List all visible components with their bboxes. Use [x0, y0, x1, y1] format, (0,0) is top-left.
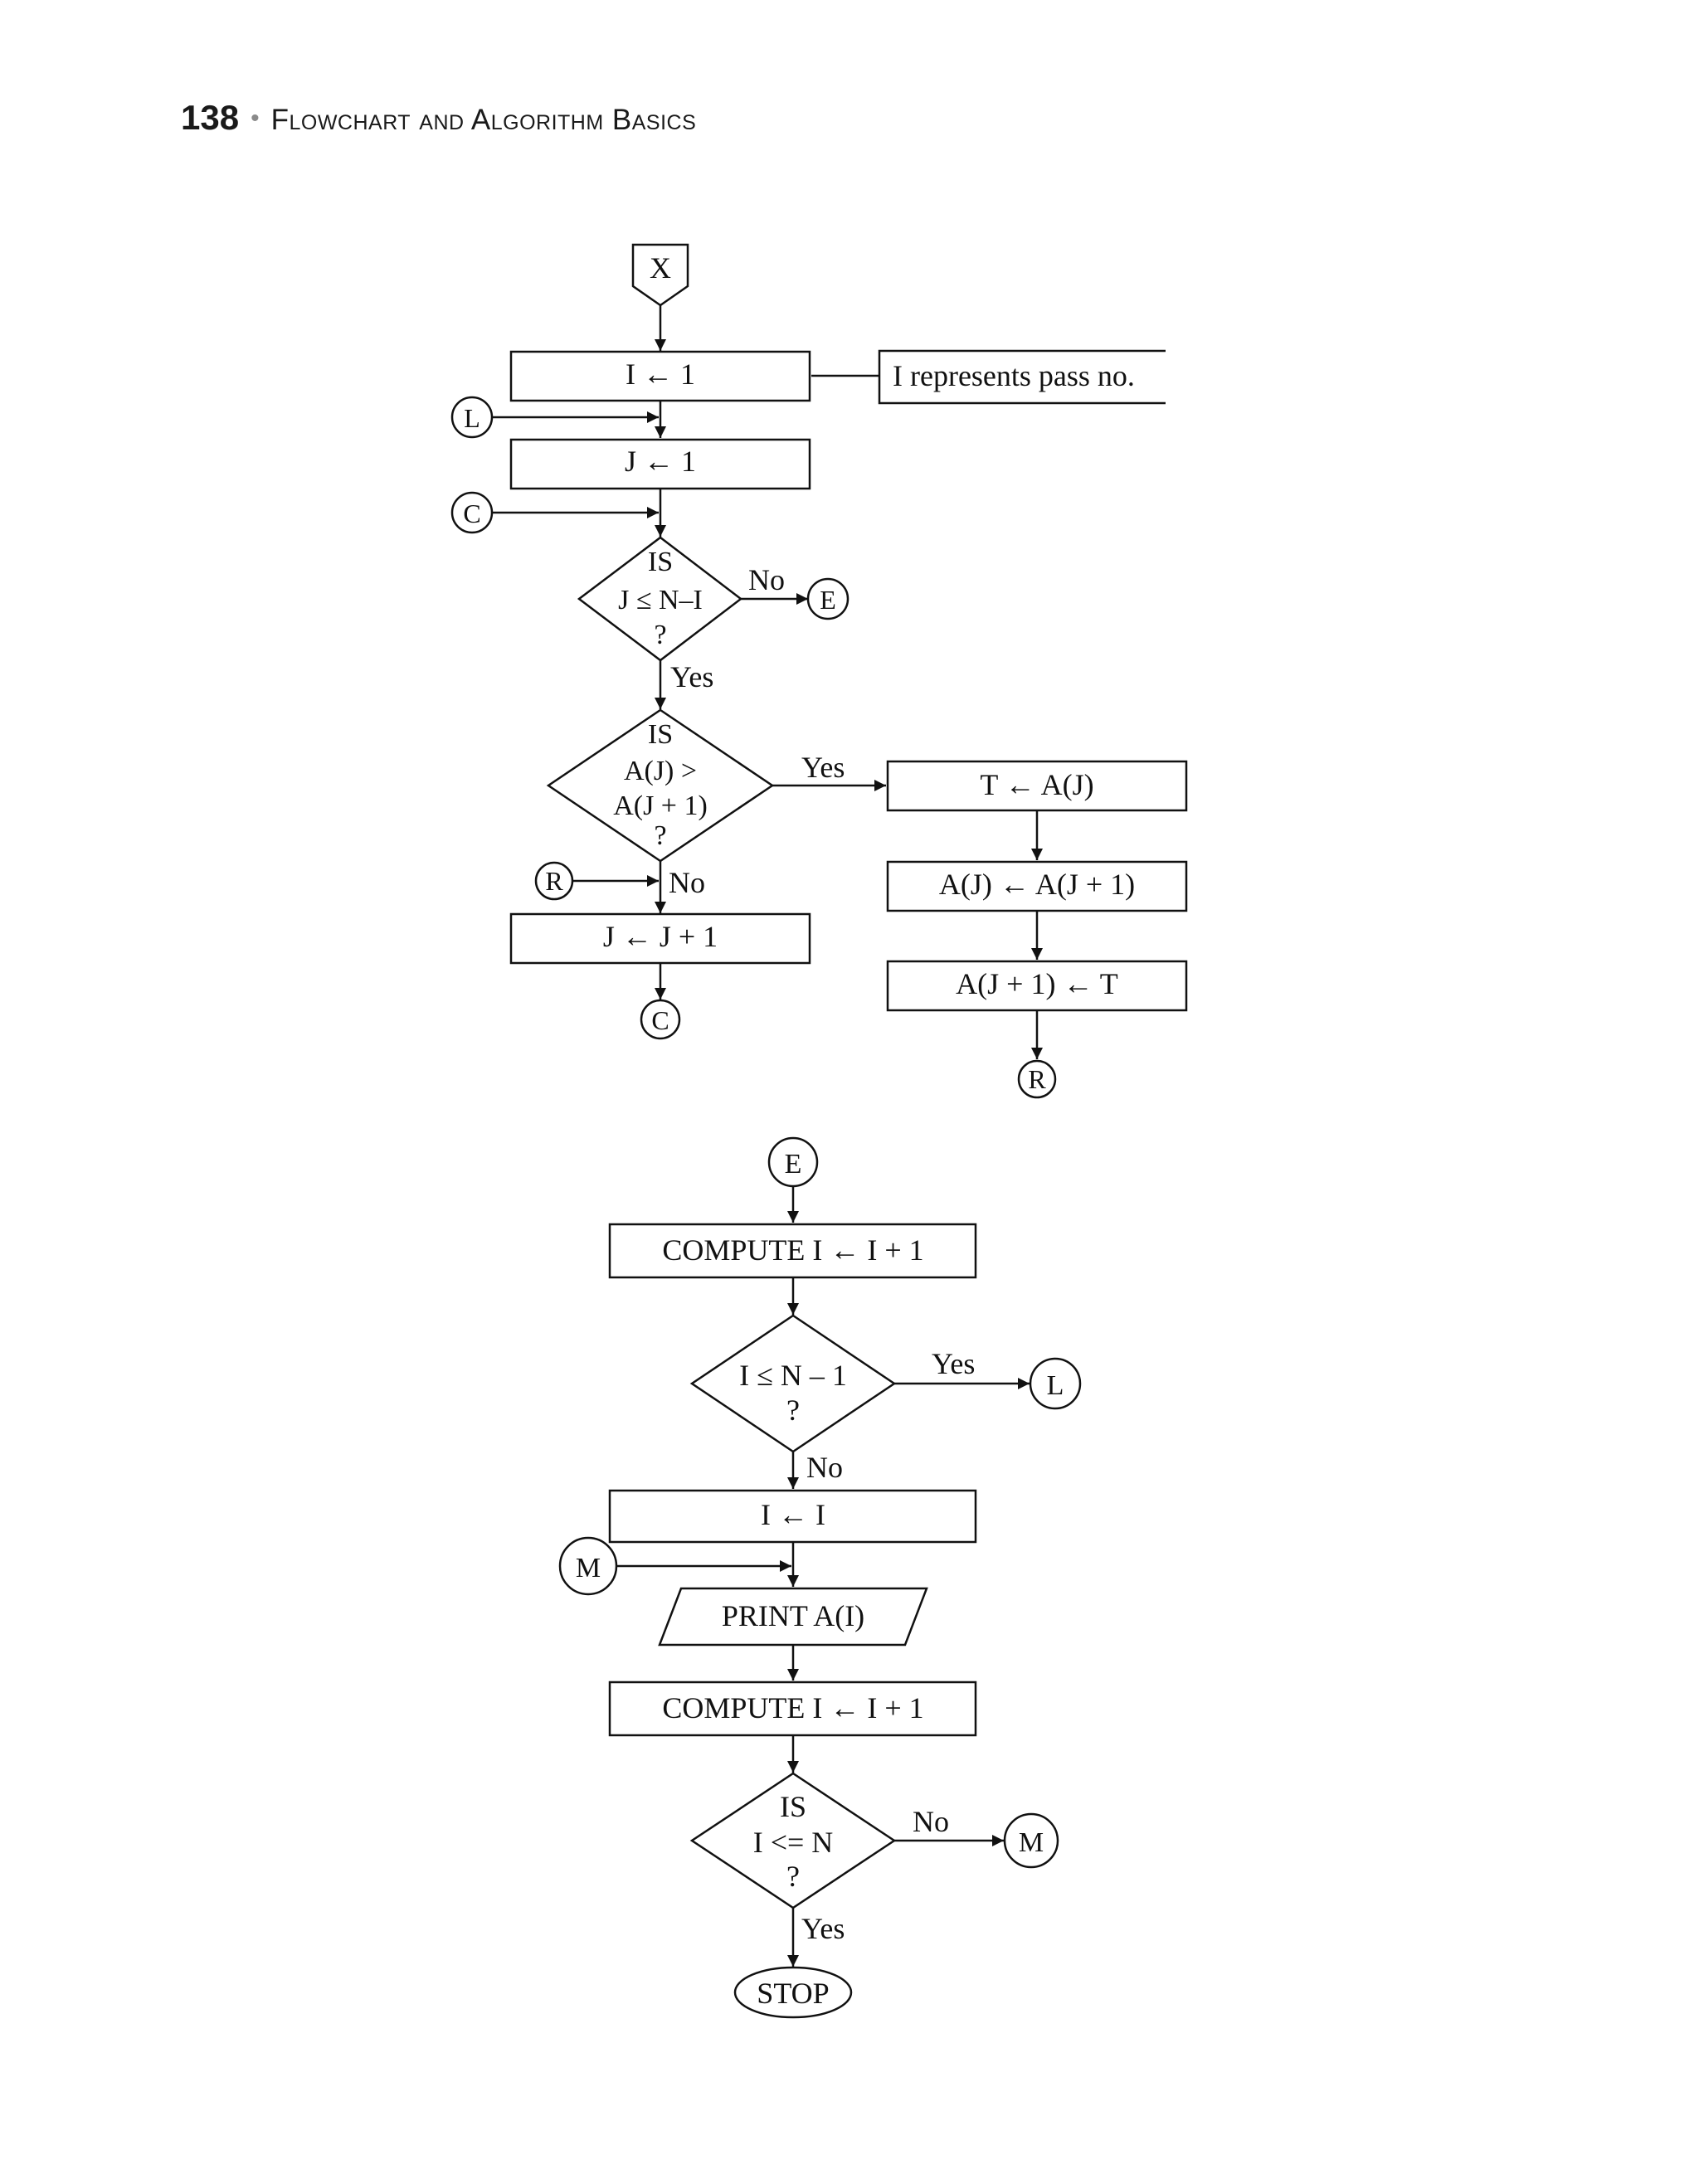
decision1-line3: ?	[654, 620, 666, 650]
stop-label: STOP	[757, 1977, 829, 2010]
decision2-line2: A(J) >	[624, 756, 697, 786]
box-j-inc-label: J ← J + 1	[603, 920, 718, 953]
connector-m-in-label: M	[576, 1553, 601, 1583]
box-swap-3-label: A(J + 1) ← T	[956, 967, 1118, 1000]
box-swap-3: A(J + 1) ← T	[886, 960, 1188, 1012]
decision1-line2: J ≤ N–I	[618, 585, 703, 615]
box-i-reset: I ← I	[608, 1489, 977, 1544]
decision1-yes-label: Yes	[670, 660, 713, 693]
decision3-no-label: No	[806, 1451, 843, 1484]
decision4-line1: IS	[780, 1790, 806, 1823]
box-j-init: J ← 1	[509, 438, 811, 490]
box-i-reset-label: I ← I	[761, 1498, 825, 1531]
connector-c-out: C	[640, 999, 681, 1040]
box-swap-2-label: A(J) ← A(J + 1)	[939, 868, 1135, 901]
decision1-line1: IS	[648, 547, 673, 577]
decision-aj-gt-aj1: IS A(J) > A(J + 1) ?	[546, 708, 775, 863]
decision2-line3: A(J + 1)	[613, 790, 708, 821]
decision2-no-label: No	[669, 866, 705, 899]
decision3-line2: ?	[786, 1394, 800, 1427]
connector-r-in-label: R	[545, 866, 563, 896]
connector-e-out-label: E	[820, 585, 836, 615]
connector-r-out-label: R	[1028, 1064, 1046, 1094]
decision3-line1: I ≤ N – 1	[739, 1359, 847, 1392]
box-swap-1: T ← A(J)	[886, 760, 1188, 812]
connector-e-in: E	[767, 1136, 819, 1188]
connector-c-in-label: C	[463, 499, 480, 528]
decision-i-le-n-minus-1: I ≤ N – 1 ?	[689, 1314, 897, 1453]
header-bullet: •	[251, 105, 260, 132]
decision3-yes-label: Yes	[932, 1347, 975, 1380]
box-compute-2: COMPUTE I ← I + 1	[608, 1681, 977, 1737]
connector-m-out: M	[1003, 1812, 1059, 1869]
box-j-inc: J ← J + 1	[509, 912, 811, 965]
decision4-line3: ?	[786, 1860, 800, 1893]
comment-bracket	[878, 349, 1166, 405]
connector-l-in-label: L	[464, 403, 480, 433]
box-j-init-label: J ← 1	[625, 445, 696, 478]
box-swap-1-label: T ← A(J)	[980, 768, 1093, 801]
connector-l-out-label: L	[1047, 1370, 1064, 1401]
connector-m-in: M	[558, 1536, 618, 1596]
decision4-yes-label: Yes	[801, 1912, 845, 1945]
box-compute-1-label: COMPUTE I ← I + 1	[662, 1233, 923, 1267]
box-compute-1: COMPUTE I ← I + 1	[608, 1223, 977, 1279]
connector-e-out: E	[806, 577, 850, 620]
connector-x-label: X	[650, 251, 671, 285]
stop-terminal: STOP	[733, 1966, 853, 2019]
connector-m-out-label: M	[1019, 1827, 1044, 1858]
decision2-line4: ?	[654, 820, 666, 851]
print-box-label: PRINT A(I)	[722, 1599, 864, 1632]
decision-i-le-n: IS I <= N ?	[689, 1772, 897, 1909]
connector-c-out-label: C	[651, 1005, 669, 1035]
page-header: 138 • Flowchart and Algorithm Basics	[181, 98, 696, 138]
box-i-init-label: I ← 1	[626, 358, 695, 391]
decision4-no-label: No	[913, 1805, 949, 1838]
connector-l-out: L	[1029, 1357, 1082, 1410]
box-compute-2-label: COMPUTE I ← I + 1	[662, 1691, 923, 1724]
connector-l-in: L	[450, 396, 494, 439]
decision-j-le-n-i: IS J ≤ N–I ?	[577, 536, 743, 662]
comment-text: I represents pass no.	[893, 359, 1135, 392]
decision1-no-label: No	[748, 563, 785, 596]
decision2-line1: IS	[648, 719, 673, 750]
connector-e-in-label: E	[785, 1149, 802, 1180]
page-number: 138	[181, 98, 240, 137]
decision2-yes-label: Yes	[801, 751, 845, 784]
connector-r-in: R	[534, 861, 574, 901]
connector-r-out: R	[1017, 1059, 1057, 1099]
box-swap-2: A(J) ← A(J + 1)	[886, 860, 1188, 912]
box-i-init: I ← 1	[509, 350, 811, 402]
connector-c-in: C	[450, 491, 494, 534]
connector-x: X	[631, 243, 689, 307]
decision4-line2: I <= N	[753, 1826, 834, 1859]
running-title: Flowchart and Algorithm Basics	[270, 104, 697, 136]
print-box: PRINT A(I)	[658, 1587, 928, 1647]
